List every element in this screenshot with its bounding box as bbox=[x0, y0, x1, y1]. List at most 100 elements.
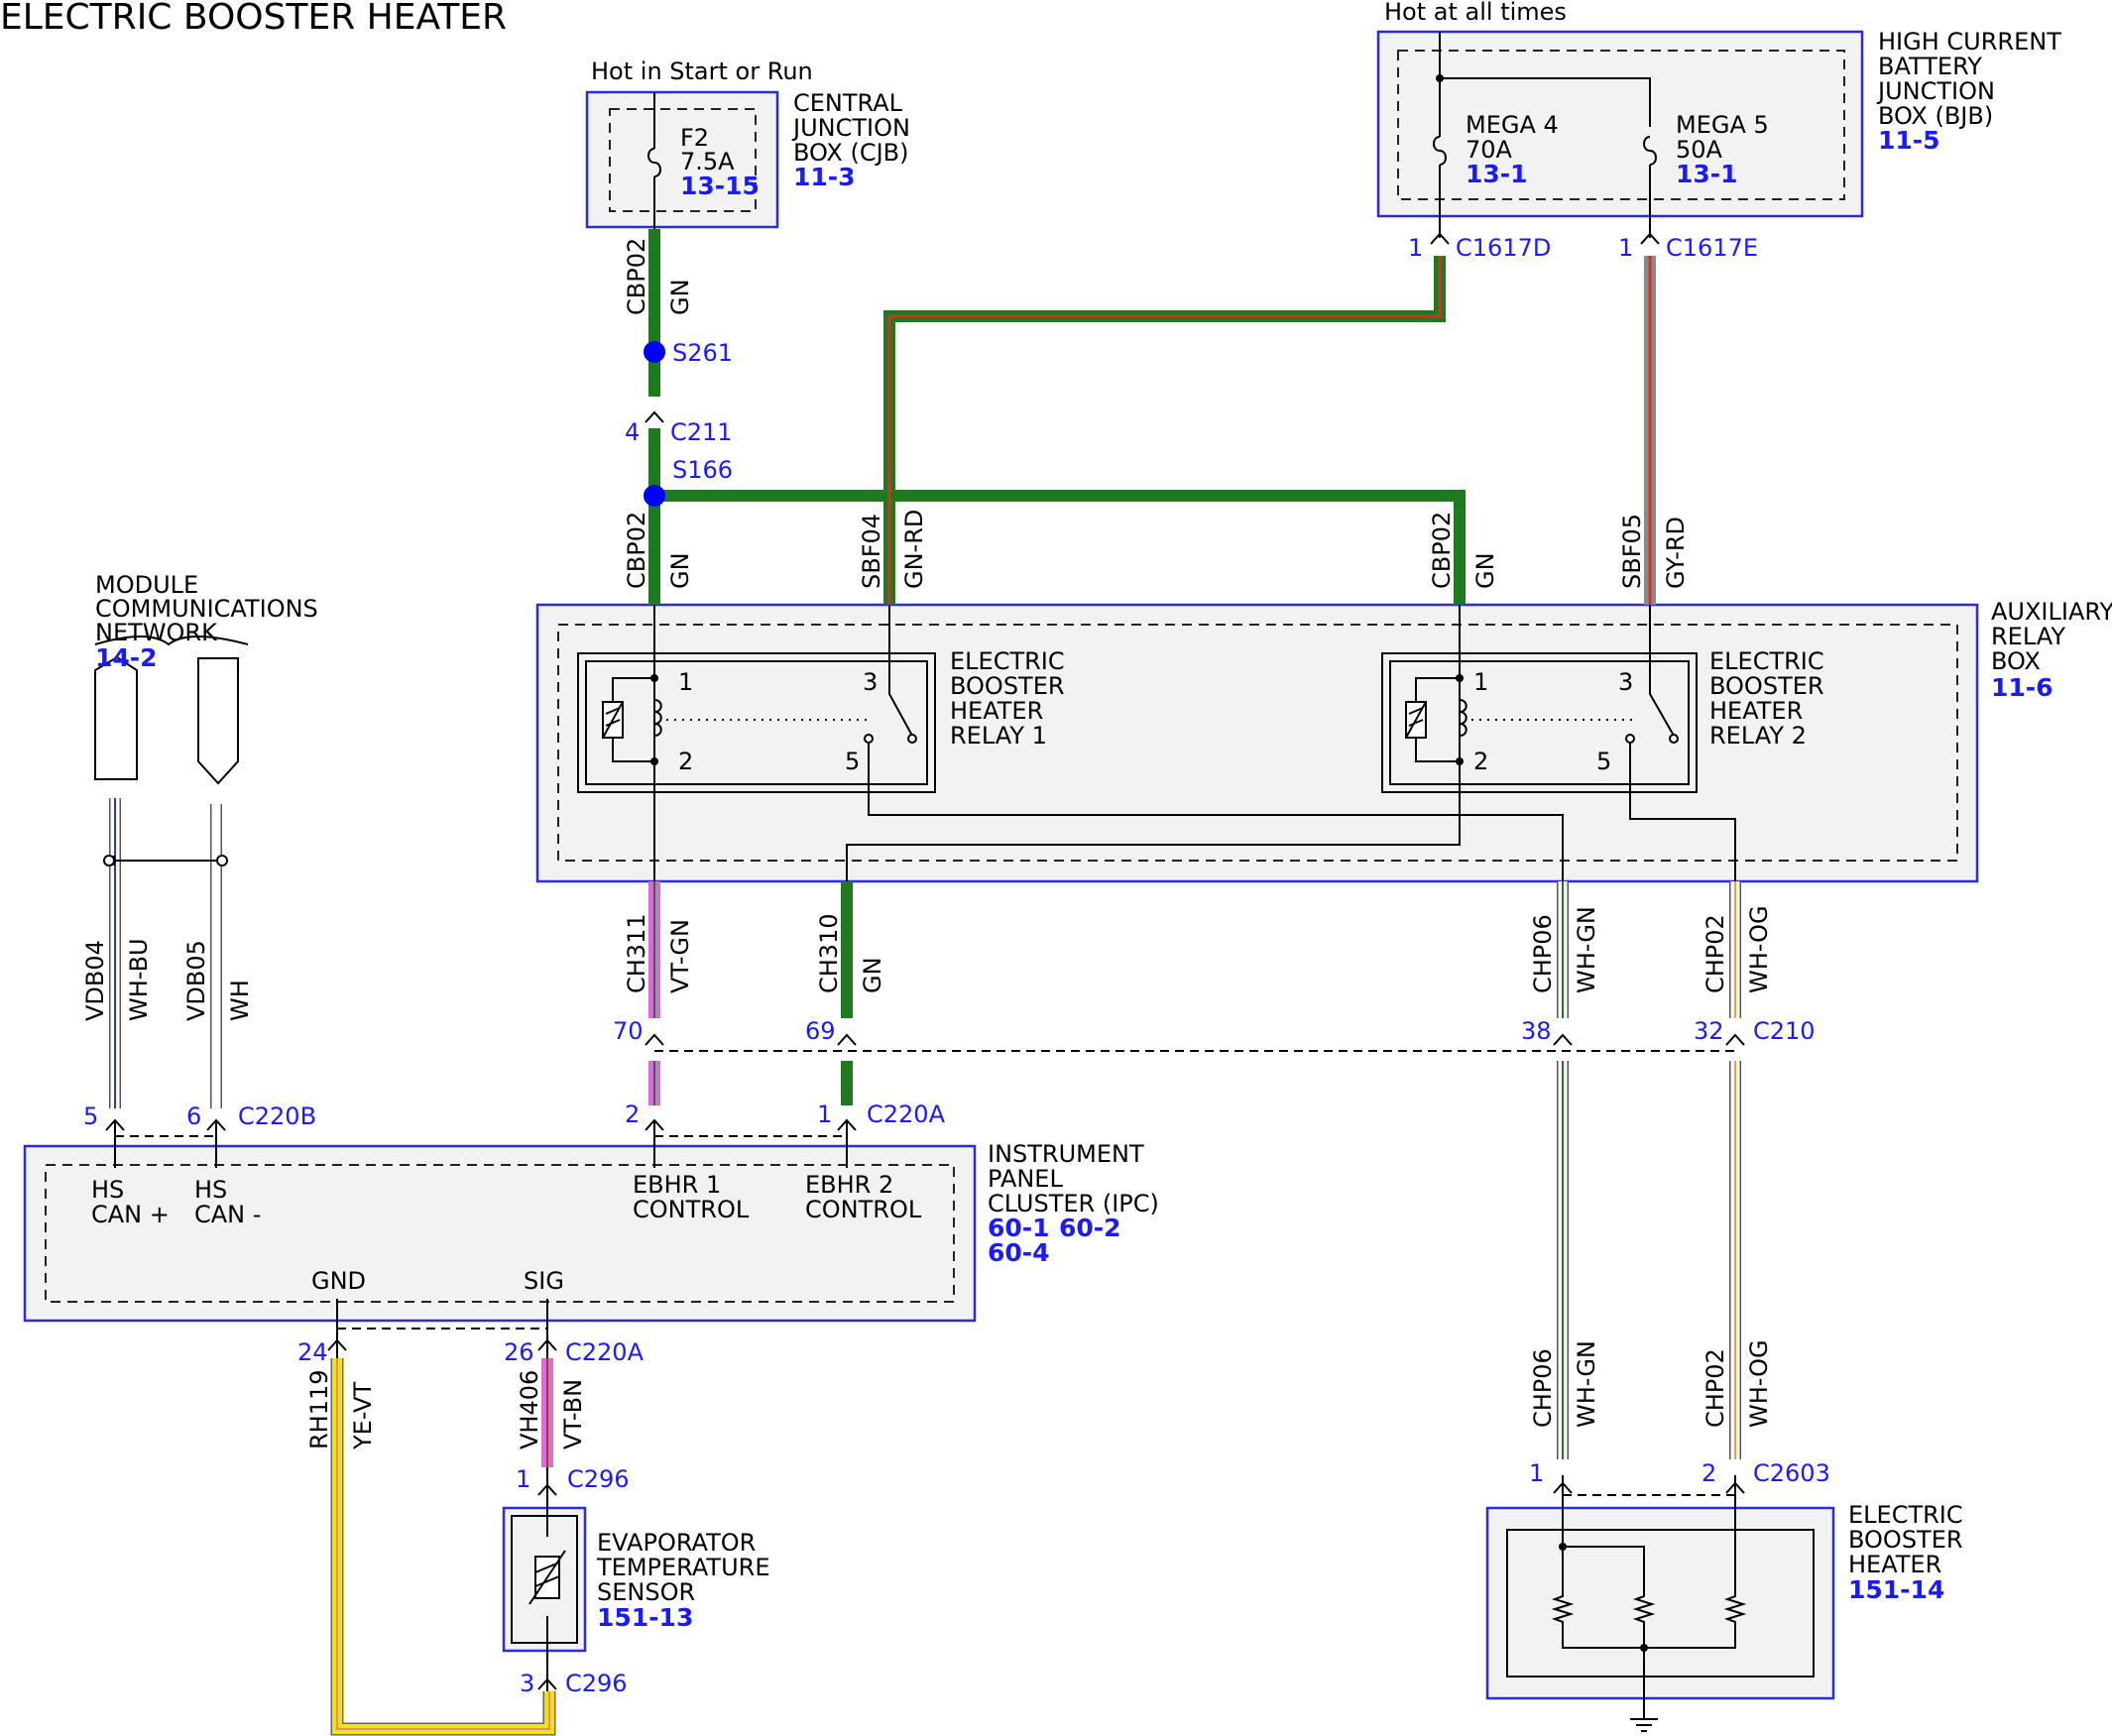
c211-name: C211 bbox=[670, 418, 733, 446]
wire-cbp02-top-circuit: CBP02 bbox=[623, 238, 650, 315]
c296-top-pin: 1 bbox=[516, 1465, 530, 1493]
cjb-name-1: CENTRAL bbox=[793, 89, 903, 117]
ipc-hs-can-plus-1: HS bbox=[91, 1176, 124, 1204]
ipc-hs-can-plus-2: CAN + bbox=[91, 1201, 170, 1228]
harness-wires bbox=[109, 229, 1741, 1736]
wire-cbp02-top-color: GN bbox=[666, 279, 694, 315]
splice-s166 bbox=[644, 485, 665, 507]
relay2-pin-5: 5 bbox=[1596, 748, 1611, 775]
electric-booster-heater-box bbox=[1485, 1506, 1835, 1700]
wire-chp06-bottom-color: WH-GN bbox=[1573, 1340, 1600, 1428]
wire-labels: CBP02 GN CBP02 GN SBF04 GN-RD CBP02 GN S… bbox=[81, 238, 1773, 1450]
mcn-name-3: NETWORK bbox=[95, 619, 218, 646]
aux-box-ref: 11-6 bbox=[1991, 673, 2053, 702]
cjb-fuse-name: F2 bbox=[680, 124, 709, 152]
heater-name-2: BOOSTER bbox=[1848, 1526, 1963, 1554]
wire-ch310-circuit: CH310 bbox=[815, 913, 843, 993]
relay2-name-4: RELAY 2 bbox=[1709, 722, 1807, 750]
c210-pin-70: 70 bbox=[613, 1017, 644, 1045]
c1617d-pin: 1 bbox=[1408, 234, 1423, 262]
relay1-name-3: HEATER bbox=[950, 697, 1043, 725]
relay2-pin-3: 3 bbox=[1618, 668, 1633, 696]
cjb-name-2: JUNCTION bbox=[791, 114, 910, 142]
c220b-name: C220B bbox=[238, 1102, 316, 1130]
heater-name-1: ELECTRIC bbox=[1848, 1501, 1963, 1529]
bjb-name-2: BATTERY bbox=[1878, 53, 1982, 80]
wire-sbf05-color: GY-RD bbox=[1662, 517, 1690, 589]
mega4-name: MEGA 4 bbox=[1466, 111, 1559, 139]
c2603-pin-1: 1 bbox=[1529, 1459, 1544, 1487]
wire-sbf05-circuit: SBF05 bbox=[1618, 514, 1646, 589]
c220a-top-name: C220A bbox=[867, 1100, 946, 1128]
c220a-bottom-pin-24: 24 bbox=[297, 1338, 328, 1366]
evap-name-3: SENSOR bbox=[597, 1578, 695, 1606]
ipc-gnd: GND bbox=[311, 1267, 366, 1295]
cjb-fuse-rating: 7.5A bbox=[680, 148, 735, 175]
mega4-ref: 13-1 bbox=[1466, 160, 1528, 188]
c296-bottom-pin: 3 bbox=[520, 1670, 534, 1697]
ipc-ebhr1-1: EBHR 1 bbox=[633, 1171, 721, 1199]
heater-ref: 151-14 bbox=[1848, 1575, 1944, 1604]
wire-ch311-color: VT-GN bbox=[666, 919, 694, 993]
bjb-hot-label: Hot at all times bbox=[1384, 0, 1567, 26]
labels: Hot in Start or Run Hot at all times CEN… bbox=[83, 0, 2112, 1697]
wire-rh119-circuit: RH119 bbox=[305, 1369, 333, 1449]
wire-vdb04-circuit: VDB04 bbox=[81, 940, 109, 1021]
battery-junction-box bbox=[1376, 30, 1864, 218]
wire-chp06-top-color: WH-GN bbox=[1573, 906, 1600, 993]
wire-chp02-bottom-circuit: CHP02 bbox=[1701, 1348, 1729, 1428]
c1617e-pin: 1 bbox=[1618, 234, 1633, 262]
c220b-pin-5: 5 bbox=[83, 1102, 98, 1130]
c1617d-name: C1617D bbox=[1456, 234, 1551, 262]
relay-1-outline bbox=[577, 652, 936, 793]
c2603-name: C2603 bbox=[1753, 1459, 1830, 1487]
internal-wiring bbox=[94, 32, 1744, 1732]
splice-s261 bbox=[644, 341, 665, 363]
wire-ch310-color: GN bbox=[859, 957, 886, 993]
bjb-ref: 11-5 bbox=[1878, 126, 1940, 155]
wire-vdb05-color: WH bbox=[226, 980, 254, 1021]
relay1-name-2: BOOSTER bbox=[950, 672, 1065, 700]
cjb-hot-label: Hot in Start or Run bbox=[591, 58, 813, 85]
heater-name-3: HEATER bbox=[1848, 1551, 1941, 1578]
mcn-ref: 14-2 bbox=[95, 643, 158, 672]
c220a-top-pin-1: 1 bbox=[817, 1100, 832, 1128]
relay1-pin-3: 3 bbox=[863, 668, 878, 696]
central-junction-box bbox=[585, 90, 779, 229]
s261-label: S261 bbox=[672, 339, 733, 367]
aux-box-name-1: AUXILIARY bbox=[1991, 598, 2112, 626]
bjb-name-4: BOX (BJB) bbox=[1878, 102, 1993, 130]
ipc-ebhr1-2: CONTROL bbox=[633, 1196, 750, 1223]
relay2-pin-2: 2 bbox=[1473, 748, 1488, 775]
s166-label: S166 bbox=[672, 456, 733, 484]
wire-rh119-color: YE-VT bbox=[349, 1382, 377, 1450]
relay1-pin-1: 1 bbox=[678, 668, 693, 696]
mcn-name-1: MODULE bbox=[95, 571, 198, 599]
c210-pin-38: 38 bbox=[1521, 1017, 1552, 1045]
wire-chp02-bottom-color: WH-OG bbox=[1745, 1339, 1773, 1428]
wire-cbp02-mid-color: GN bbox=[666, 552, 694, 589]
wire-vh406-color: VT-BN bbox=[559, 1379, 587, 1449]
c210-name: C210 bbox=[1753, 1017, 1816, 1045]
c220b-pin-6: 6 bbox=[186, 1102, 201, 1130]
wire-chp06-top-circuit: CHP06 bbox=[1529, 914, 1557, 993]
wire-cbp02-right-color: GN bbox=[1471, 552, 1499, 589]
ipc-hs-can-minus-1: HS bbox=[194, 1176, 227, 1204]
mega5-name: MEGA 5 bbox=[1676, 111, 1769, 139]
auxiliary-relay-box bbox=[535, 603, 1979, 883]
c1617e-name: C1617E bbox=[1666, 234, 1758, 262]
wire-cbp02-right-circuit: CBP02 bbox=[1428, 512, 1456, 589]
ipc-hs-can-minus-2: CAN - bbox=[194, 1201, 261, 1228]
aux-box-name-3: BOX bbox=[1991, 647, 2041, 675]
relay2-pin-1: 1 bbox=[1473, 668, 1488, 696]
ipc-ref-2: 60-2 bbox=[1059, 1214, 1121, 1242]
c2603-pin-2: 2 bbox=[1701, 1459, 1716, 1487]
wire-cbp02-mid-circuit: CBP02 bbox=[623, 512, 650, 589]
c210-pin-69: 69 bbox=[805, 1017, 836, 1045]
c210-pin-32: 32 bbox=[1694, 1017, 1724, 1045]
relay2-name-1: ELECTRIC bbox=[1709, 647, 1824, 675]
wire-sbf04-color: GN-RD bbox=[900, 510, 928, 589]
ipc-ref-3: 60-4 bbox=[988, 1238, 1050, 1267]
wire-ch311-circuit: CH311 bbox=[623, 913, 650, 993]
